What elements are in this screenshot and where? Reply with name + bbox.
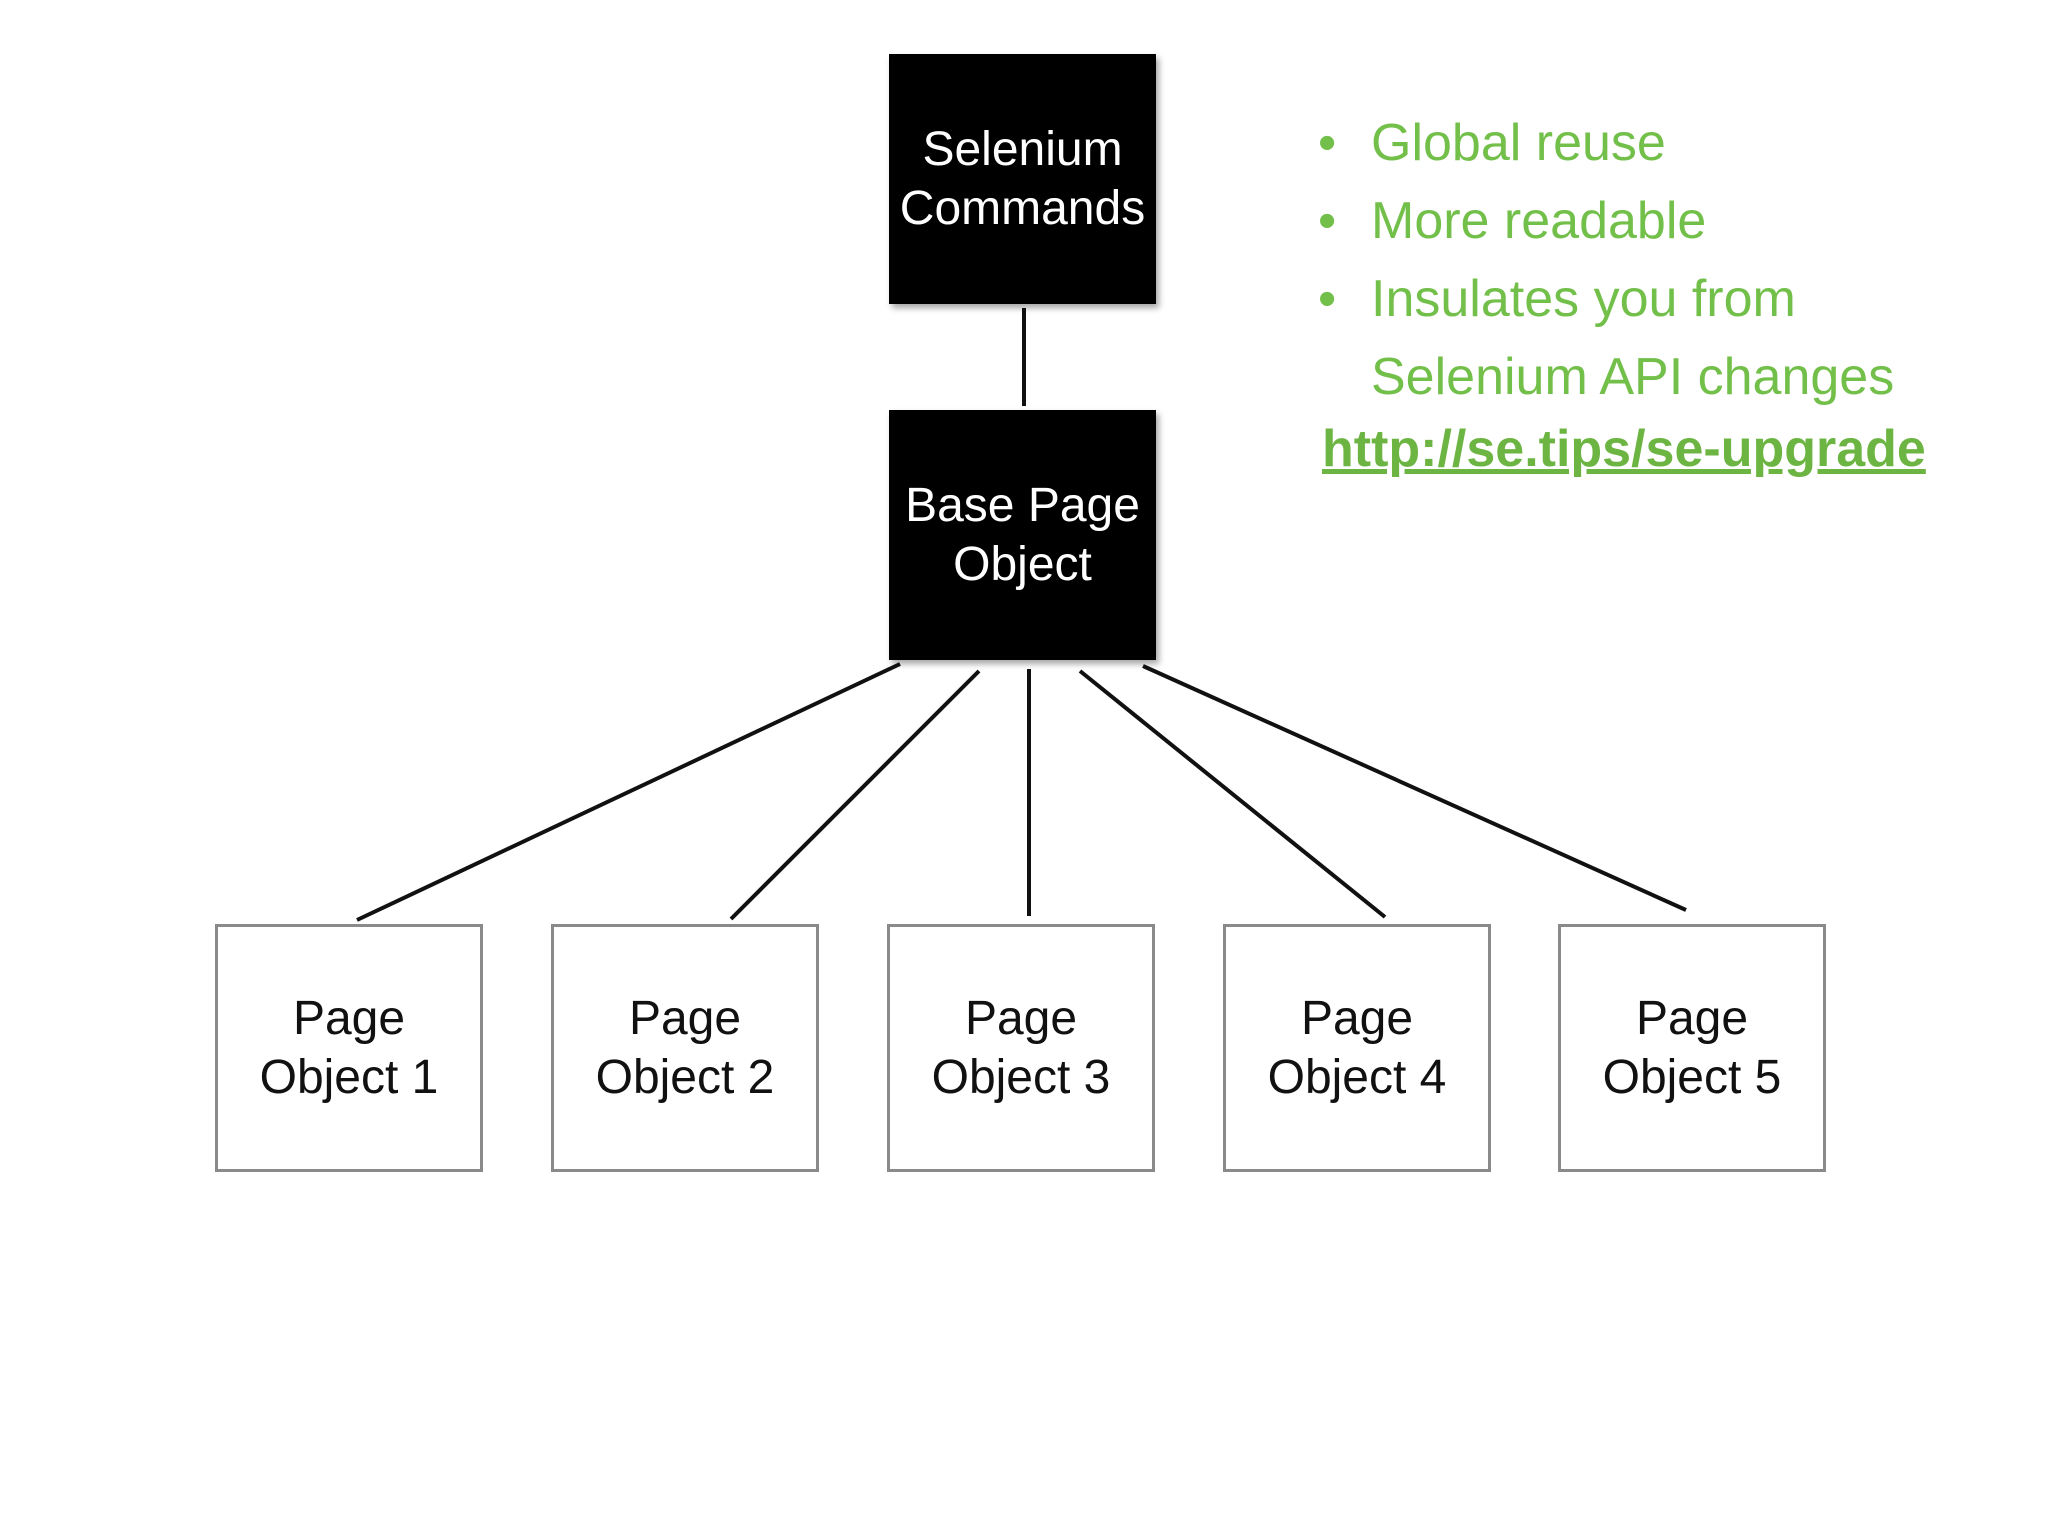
benefit-item: • More readable [1318,182,2018,260]
selenium-commands-box: Selenium Commands [889,54,1156,304]
page-object-1-label: Page Object 1 [259,992,439,1104]
connector-base-to-page-object-5 [1142,664,1687,912]
connector-base-to-page-object-2 [729,669,981,921]
benefit-text: More readable [1371,192,1707,250]
bullet-icon: • [1318,192,1337,250]
page-object-1-box: Page Object 1 [215,924,483,1172]
se-upgrade-link[interactable]: http://se.tips/se-upgrade [1322,420,1926,478]
page-object-5-box: Page Object 5 [1558,924,1826,1172]
page-object-3-box: Page Object 3 [887,924,1155,1172]
base-page-object-box: Base Page Object [889,410,1156,660]
base-page-object-label: Base Page Object [905,479,1140,591]
page-object-4-box: Page Object 4 [1223,924,1491,1172]
connector-base-to-page-object-1 [356,662,901,922]
benefit-item: • Insulates you from Selenium API change… [1318,260,2018,416]
selenium-commands-label: Selenium Commands [899,123,1146,235]
page-object-3-label: Page Object 3 [931,992,1111,1104]
benefit-text: Global reuse [1371,114,1666,172]
bullet-icon: • [1318,114,1337,172]
page-object-4-label: Page Object 4 [1267,992,1447,1104]
benefit-text: Insulates you from Selenium API changes [1371,270,1895,406]
page-object-2-label: Page Object 2 [595,992,775,1104]
page-object-5-label: Page Object 5 [1602,992,1782,1104]
bullet-icon: • [1318,270,1337,328]
page-object-2-box: Page Object 2 [551,924,819,1172]
benefits-list: • Global reuse • More readable • Insulat… [1318,104,2018,416]
benefit-item: • Global reuse [1318,104,2018,182]
connector-base-to-page-object-4 [1078,669,1387,919]
